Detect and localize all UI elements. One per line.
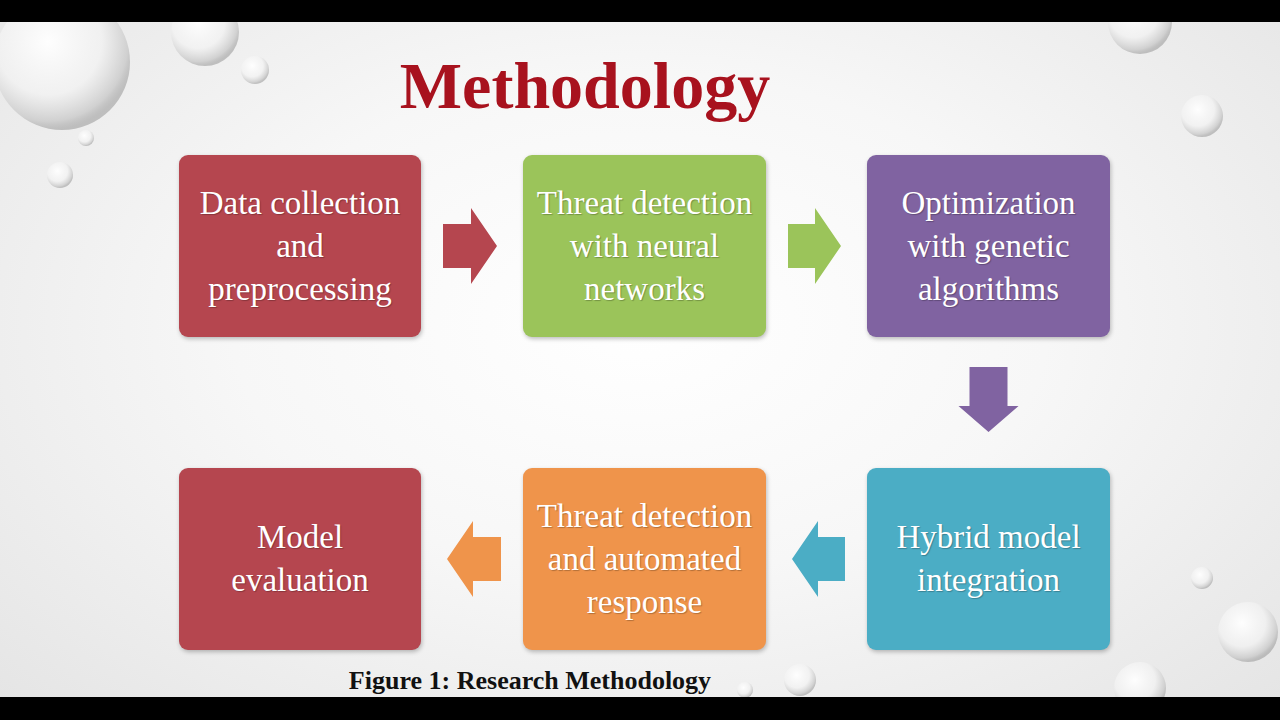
letterbox-bar [0,0,1280,22]
step-label: Optimization with genetic algorithms [876,182,1102,311]
step-label: Threat detection with neural networks [532,182,758,311]
step-label: Data collection and preprocessing [187,182,413,311]
block-arrow [443,208,497,284]
letterbox-bar [0,697,1280,720]
diagram-title: Methodology [335,46,835,126]
step-label: Hybrid model integration [876,516,1102,602]
step-label: Threat detection and automated response [532,495,758,624]
block-arrow [792,521,845,597]
process-box: Model evaluation [179,468,421,650]
process-box: Data collection and preprocessing [179,155,421,337]
water-droplet [1218,602,1278,662]
step-label: Model evaluation [202,516,398,602]
process-box: Hybrid model integration [867,468,1110,650]
water-droplet [78,130,94,146]
water-droplet [737,682,753,698]
water-droplet [1191,567,1213,589]
block-arrow [788,208,841,284]
water-droplet [241,56,269,84]
block-arrow [447,521,501,597]
water-droplet [1181,95,1223,137]
process-box: Threat detection with neural networks [523,155,766,337]
process-box: Threat detection and automated response [523,468,766,650]
water-droplet [47,162,73,188]
process-box: Optimization with genetic algorithms [867,155,1110,337]
block-arrow [959,367,1019,432]
figure-caption: Figure 1: Research Methodology [180,667,880,695]
water-droplet [784,664,816,696]
